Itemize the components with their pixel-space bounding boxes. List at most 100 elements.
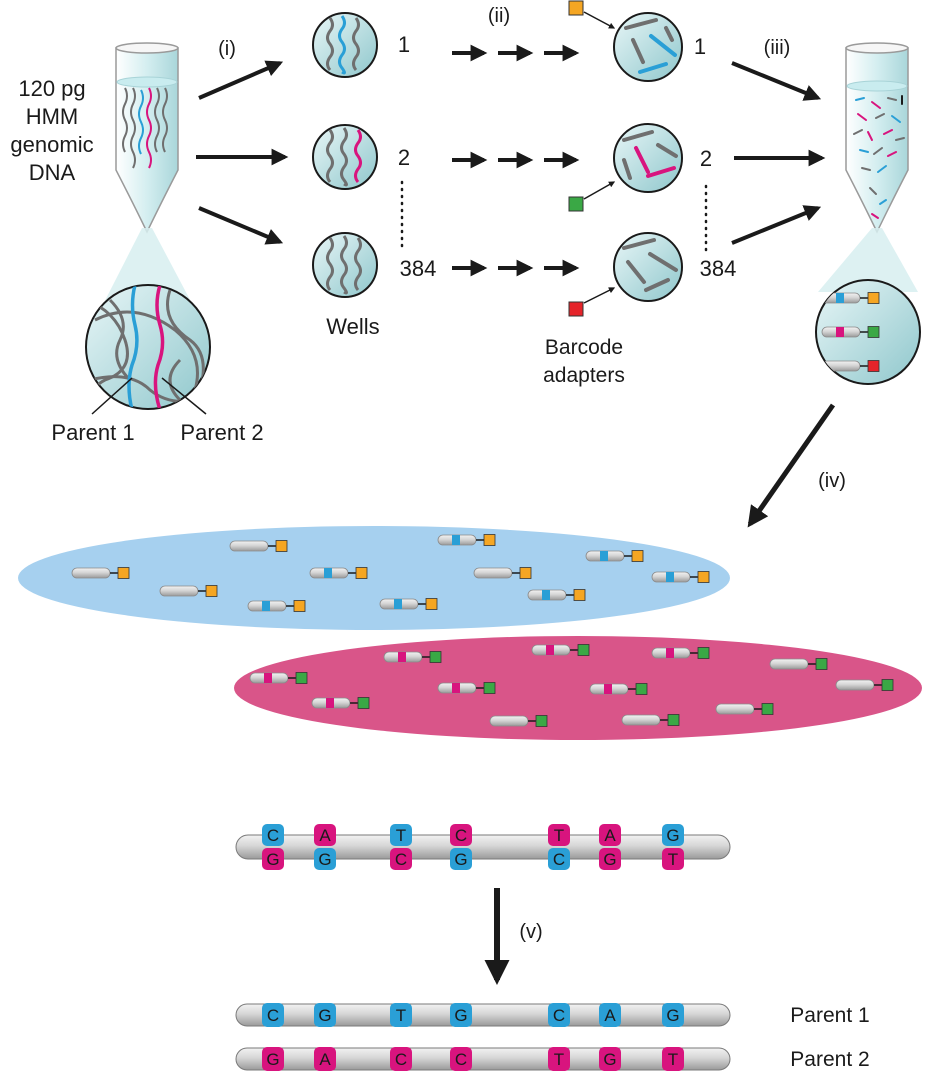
pool-read-parent2-10: [489, 715, 548, 727]
svg-text:G: G: [318, 1006, 331, 1025]
well-number-2: 2: [398, 145, 410, 170]
pool-read-parent2-6: [437, 682, 496, 694]
svg-text:G: G: [666, 1006, 679, 1025]
input-label-line3: genomic: [10, 132, 93, 157]
arrow-pool-1: [731, 61, 822, 101]
pool-zoom-circle: [815, 279, 921, 385]
aligned-top-base-4: C: [455, 826, 467, 845]
pool-read-parent1-1: [229, 540, 288, 552]
parent1-label: Parent 1: [51, 420, 134, 445]
parent2-base-1: G: [262, 1047, 284, 1071]
chromatin-zoom-circle: [85, 284, 211, 410]
parent2-base-4: C: [450, 1047, 472, 1071]
parent2-base-3: C: [390, 1047, 412, 1071]
step-i-label: (i): [218, 38, 236, 60]
parent1-base-1: C: [262, 1003, 284, 1027]
pooled-fragments: [853, 95, 905, 219]
pool-read-parent1-8: [159, 585, 218, 597]
parent1-read-pool: [18, 526, 730, 630]
arrow-pool-384: [731, 205, 822, 245]
barcode-adapters-line2: adapters: [543, 364, 625, 387]
aligned-top-base-3: T: [396, 826, 406, 845]
step-ii-label: (ii): [488, 5, 510, 27]
pool-read-parent2-11: [621, 714, 680, 726]
barcoded-well-number-2: 2: [700, 146, 712, 171]
svg-text:T: T: [668, 1050, 678, 1069]
aligned-bottom-base-7: T: [668, 850, 678, 869]
input-label-line2: HMM: [26, 104, 79, 129]
barcoded-well-2: [613, 123, 683, 193]
arrow-to-partition: [747, 403, 836, 528]
pool-read-parent2-2: [531, 644, 590, 656]
svg-text:C: C: [455, 1050, 467, 1069]
barcoded-well-number-384: 384: [700, 256, 737, 281]
aligned-base-pair-7: GT: [662, 824, 684, 870]
arrow-to-well-1: [198, 60, 284, 100]
aligned-top-base-2: A: [319, 826, 331, 845]
zoom-read-green: [821, 326, 880, 338]
arrow-to-well-384: [198, 206, 284, 245]
barcode-tag-red: [568, 301, 584, 317]
pool-read-parent2-1: [383, 651, 442, 663]
pooled-tube: [845, 42, 909, 234]
parent2-base-5: T: [548, 1047, 570, 1071]
svg-text:G: G: [266, 1050, 279, 1069]
pool-read-parent1-3: [585, 550, 644, 562]
pooled-reads: [71, 534, 894, 727]
phased-parent1-label: Parent 1: [790, 1004, 869, 1027]
svg-text:C: C: [267, 1006, 279, 1025]
pool-read-parent1-4: [71, 567, 130, 579]
pool-zoom-cone: [818, 228, 918, 292]
parent2-label: Parent 2: [180, 420, 263, 445]
aligned-base-pair-1: CG: [262, 824, 284, 870]
aligned-top-base-7: G: [666, 826, 679, 845]
svg-text:C: C: [395, 1050, 407, 1069]
barcode-adapters-line1: Barcode: [545, 336, 623, 359]
parent1-base-6: A: [599, 1003, 621, 1027]
well-1: [312, 12, 378, 78]
barcode-arrow-2: [583, 181, 616, 200]
well-384: [312, 232, 378, 298]
parent2-base-7: T: [662, 1047, 684, 1071]
input-label-line4: DNA: [29, 160, 76, 185]
tube-dna-strands: [122, 87, 168, 169]
pool-read-parent1-7: [651, 571, 710, 583]
aligned-base-pair-4: CG: [450, 824, 472, 870]
parent1-base-2: G: [314, 1003, 336, 1027]
pool-read-parent2-8: [835, 679, 894, 691]
barcoded-well-number-1: 1: [694, 34, 706, 59]
svg-text:G: G: [603, 1050, 616, 1069]
svg-text:T: T: [554, 1050, 564, 1069]
parent2-base-2: A: [314, 1047, 336, 1071]
pool-read-parent1-2: [437, 534, 496, 546]
aligned-top-base-6: A: [604, 826, 616, 845]
barcode-tag-orange: [568, 0, 584, 16]
well-number-1: 1: [398, 32, 410, 57]
aligned-bottom-base-3: C: [395, 850, 407, 869]
well-2: [312, 124, 378, 190]
phased-parent2-label: Parent 2: [790, 1048, 869, 1071]
barcode-tag-green: [568, 196, 584, 212]
step-ii-arrows: [452, 44, 580, 277]
barcode-arrow-1: [583, 11, 616, 29]
barcoded-well-1: [613, 12, 683, 82]
svg-text:A: A: [319, 1050, 331, 1069]
aligned-top-base-1: C: [267, 826, 279, 845]
pool-read-parent2-12: [715, 703, 774, 715]
pool-read-parent1-5: [309, 567, 368, 579]
aligned-base-pair-3: TC: [390, 824, 412, 870]
aligned-bottom-base-4: G: [454, 850, 467, 869]
barcoded-well-384: [613, 232, 683, 302]
aligned-bottom-base-1: G: [266, 850, 279, 869]
wells-label: Wells: [326, 314, 379, 339]
svg-text:C: C: [553, 1006, 565, 1025]
pool-read-parent2-5: [249, 672, 308, 684]
pool-read-parent2-9: [311, 697, 370, 709]
svg-text:A: A: [604, 1006, 616, 1025]
pool-read-parent1-11: [379, 598, 438, 610]
barcode-arrow-384: [583, 287, 616, 304]
aligned-bottom-base-5: C: [553, 850, 565, 869]
well-number-384: 384: [400, 256, 437, 281]
